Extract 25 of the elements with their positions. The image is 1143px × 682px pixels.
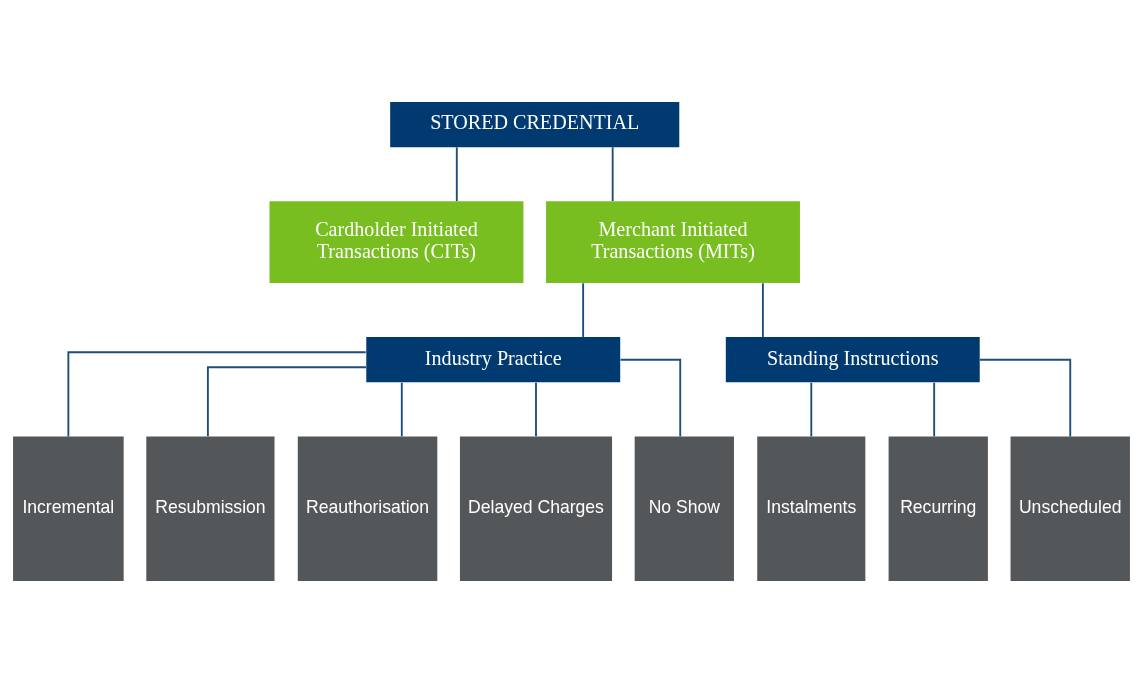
node-box: No Show: [634, 435, 734, 581]
connector: [67, 350, 367, 437]
node-box: Incremental: [13, 435, 124, 581]
connector: [535, 381, 537, 437]
node-box: Standing Instructions: [725, 336, 980, 382]
node-box: Instalments: [757, 435, 866, 581]
node-box: Industry Practice: [366, 336, 621, 382]
node-box: Unscheduled: [1010, 435, 1130, 581]
node-box: STORED CREDENTIAL: [390, 101, 680, 147]
connector: [810, 381, 813, 437]
connector: [455, 145, 458, 202]
node-box: Resubmission: [146, 435, 275, 581]
node-box: Cardholder Initiated Transactions (CITs): [269, 200, 524, 283]
connector: [761, 281, 764, 338]
connector: [611, 145, 614, 202]
connector: [206, 365, 367, 437]
node-box: Merchant Initiated Transactions (MITs): [546, 200, 800, 283]
connector: [582, 281, 585, 338]
node-box: Delayed Charges: [459, 435, 613, 581]
connector: [933, 381, 936, 437]
connector: [978, 358, 1072, 437]
connector: [619, 358, 682, 437]
connector: [400, 381, 403, 437]
node-box: Recurring: [888, 435, 988, 581]
node-box: Reauthorisation: [297, 435, 438, 581]
